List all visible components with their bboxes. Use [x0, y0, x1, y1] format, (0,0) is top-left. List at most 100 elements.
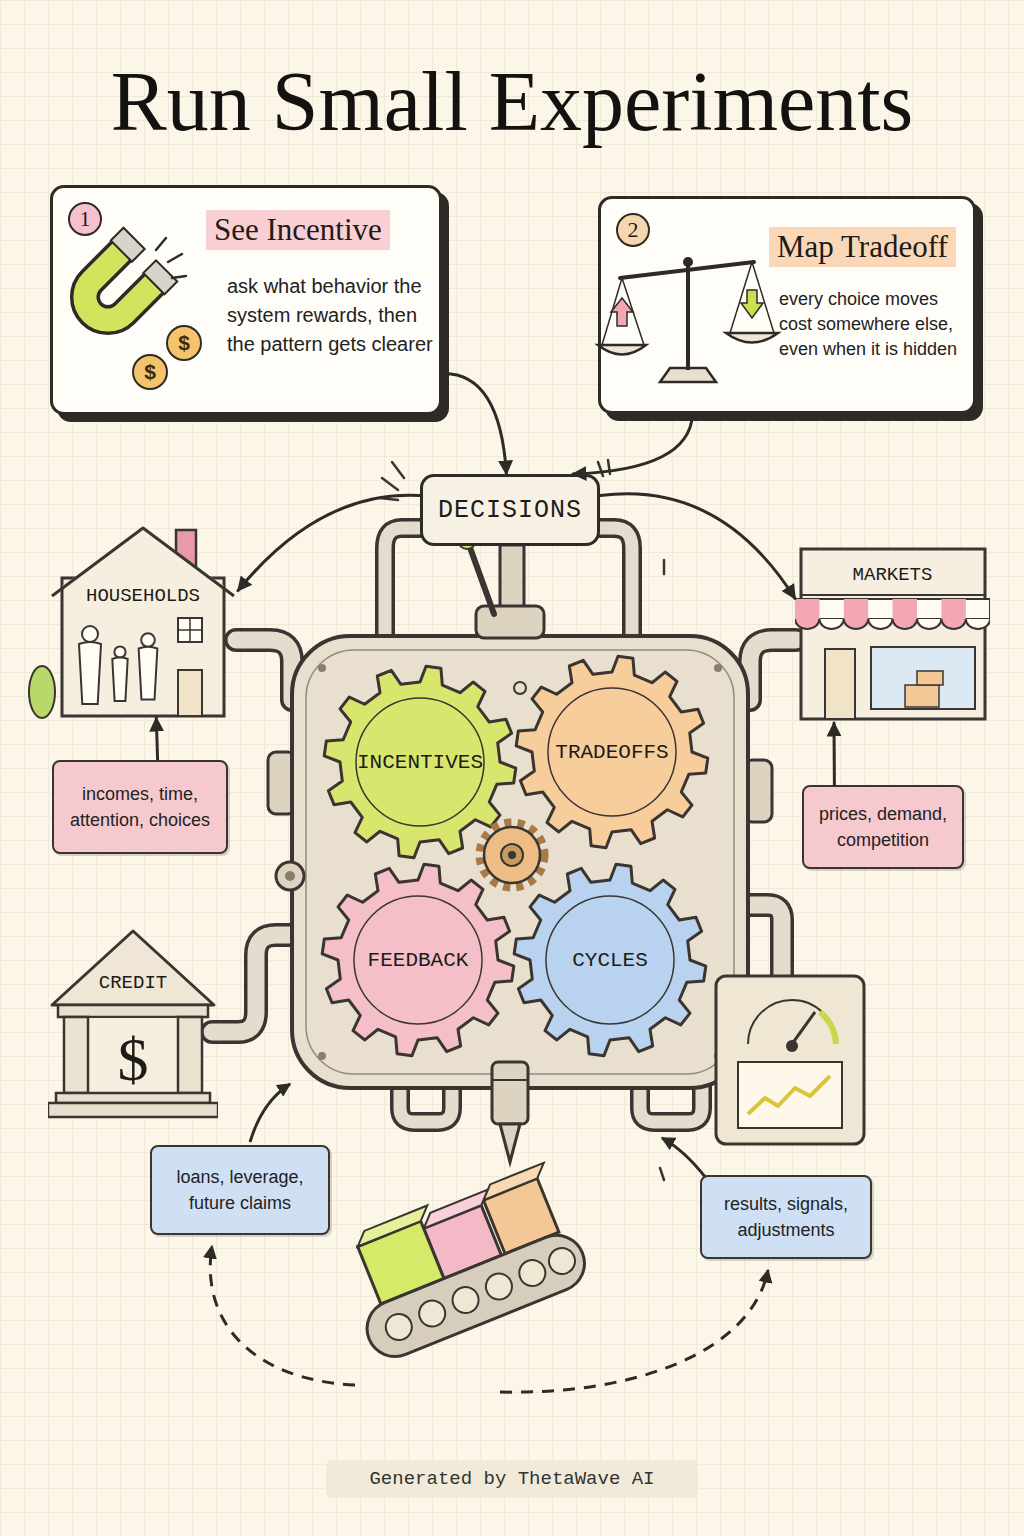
motion-ticks	[382, 478, 398, 490]
gear-shape	[322, 864, 514, 1056]
window	[178, 618, 202, 642]
conveyor	[483, 1178, 559, 1254]
gear-node: TRADEOFFS	[514, 654, 710, 850]
house-node: HOUSEHOLDS	[48, 522, 238, 718]
bush	[29, 666, 55, 718]
sign-label: DECISIONS	[438, 496, 582, 525]
nozzle	[492, 1062, 528, 1162]
coin-symbol: $	[133, 355, 167, 389]
small-gear	[480, 823, 544, 887]
awning-stripe	[844, 599, 868, 619]
crate	[905, 685, 939, 707]
pipe	[212, 935, 300, 1032]
note-box: incomes, time, attention, choices	[52, 760, 228, 854]
pipe	[385, 528, 420, 645]
dollar-sign: $	[106, 1022, 160, 1096]
awning-scallop	[893, 619, 917, 629]
conveyor	[358, 1221, 444, 1304]
pipe	[236, 640, 292, 700]
motion-ticks	[380, 498, 398, 500]
flow-arrow	[210, 1084, 768, 1392]
note-text: incomes, time, attention, choices	[60, 781, 220, 833]
lever	[458, 531, 544, 638]
conveyor	[515, 1256, 549, 1290]
small-gear	[508, 851, 516, 859]
gear-label: FEEDBACK	[368, 949, 469, 972]
door	[825, 649, 855, 719]
machine-body	[744, 760, 772, 822]
conveyor	[419, 1190, 492, 1229]
awning-scallop	[917, 619, 941, 629]
door	[178, 670, 202, 716]
pipe	[740, 905, 782, 978]
conveyor	[449, 1283, 483, 1317]
person-head	[114, 646, 125, 657]
note-text: results, signals, adjustments	[708, 1191, 864, 1243]
building-label: HOUSEHOLDS	[48, 584, 238, 608]
gauge	[716, 976, 864, 1144]
machine-body	[268, 752, 296, 814]
flow-arrow	[833, 723, 836, 785]
gauge	[748, 1076, 830, 1114]
awning-scallop	[844, 619, 868, 629]
gear-ring	[356, 698, 484, 826]
card-node: See Incentiveask what behavior the syste…	[50, 185, 442, 415]
flow-arrow	[238, 495, 420, 590]
motion-ticks	[660, 1168, 664, 1180]
motion-ticks	[392, 462, 404, 478]
window-bars	[178, 618, 202, 642]
coin-symbol: $	[167, 326, 201, 360]
nozzle	[492, 1062, 528, 1124]
lever	[476, 606, 544, 638]
bush	[29, 666, 55, 718]
awning-scallop	[941, 619, 965, 629]
small-gear	[501, 844, 523, 866]
sign-node: DECISIONS	[420, 474, 600, 546]
awning-stripe	[795, 599, 819, 619]
machine-body	[285, 871, 295, 881]
entablature	[58, 1005, 208, 1017]
gauge	[738, 1062, 842, 1128]
nozzle	[492, 1079, 528, 1081]
gear-shape	[516, 656, 708, 848]
motion-ticks	[663, 560, 666, 574]
awning-scallop	[966, 619, 990, 629]
pipe	[750, 640, 796, 700]
card-heading: Map Tradeoff	[769, 227, 956, 267]
gear-shape	[324, 666, 516, 858]
note-box: loans, leverage, future claims	[150, 1145, 330, 1235]
awning-scallop	[868, 619, 892, 629]
pipe	[600, 528, 632, 645]
gear-label: INCENTIVES	[357, 751, 483, 774]
callout-number: 1	[68, 202, 102, 236]
person-body	[79, 642, 101, 704]
conveyor	[482, 1270, 516, 1304]
house-outline	[48, 522, 238, 718]
awning	[795, 599, 990, 619]
awning-stripe	[893, 599, 917, 619]
pipe	[236, 640, 292, 700]
gear-node: FEEDBACK	[320, 862, 516, 1058]
card-node: Map Tradeoffevery choice moves cost some…	[598, 196, 976, 414]
machine-body	[292, 636, 748, 1088]
gear-label: TRADEOFFS	[555, 741, 668, 764]
person-head	[141, 633, 155, 647]
person-body	[112, 658, 127, 701]
crate	[917, 671, 943, 685]
conveyor	[359, 1227, 593, 1365]
callout-number: 2	[616, 213, 650, 247]
conveyor	[331, 1158, 593, 1365]
conveyor	[545, 1244, 579, 1278]
pipe	[640, 1080, 702, 1122]
motion-ticks	[608, 460, 610, 474]
conveyor	[415, 1297, 449, 1331]
pipe	[600, 528, 632, 645]
pipe	[385, 528, 420, 645]
machine-body	[306, 650, 734, 1074]
small-gear	[480, 823, 544, 887]
pipe	[212, 528, 796, 1122]
watermark: Generated by ThetaWave AI	[326, 1460, 698, 1498]
column	[178, 1017, 202, 1093]
flow-arrow	[500, 1270, 768, 1392]
flow-arrow	[600, 494, 795, 599]
